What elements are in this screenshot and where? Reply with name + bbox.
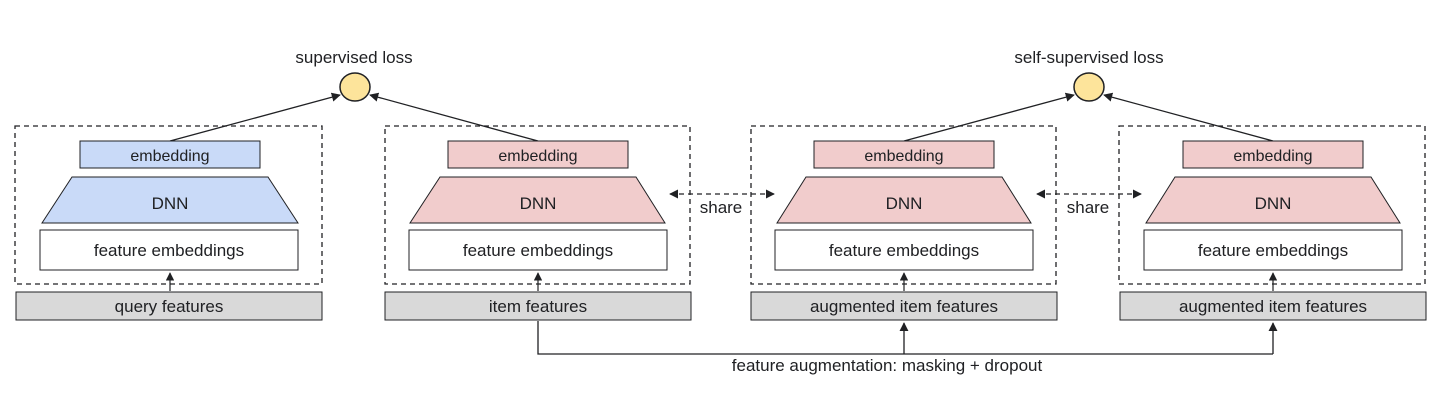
aug1-to-self-loss-arrow <box>903 92 1075 142</box>
feature-embeddings-box <box>1143 229 1403 271</box>
aug2-to-self-loss-arrow <box>1103 92 1274 142</box>
self-supervised-loss-label: self-supervised loss <box>1014 48 1163 67</box>
embedding-label: embedding <box>130 148 209 165</box>
embedding-label: embedding <box>498 148 577 165</box>
augmented-tower-1: embedding DNN feature embeddings augment… <box>750 125 1058 321</box>
augmentation-label-bg <box>708 356 1068 376</box>
dnn-label: DNN <box>520 194 557 213</box>
supervised-loss-node <box>339 72 371 102</box>
query-to-supervised-loss-arrow <box>169 92 341 142</box>
dnn-trapezoid <box>41 176 299 224</box>
embedding-label: embedding <box>1233 148 1312 165</box>
input-features-box <box>15 291 323 321</box>
feature-embeddings-label: feature embeddings <box>94 241 244 260</box>
input-features-box <box>750 291 1058 321</box>
embedding-box <box>1182 140 1364 169</box>
dnn-label: DNN <box>1255 194 1292 213</box>
dnn-trapezoid <box>409 176 666 224</box>
augmentation-connector <box>537 321 1273 355</box>
dnn-label: DNN <box>886 194 923 213</box>
embedding-label: embedding <box>864 148 943 165</box>
dnn-trapezoid <box>1145 176 1401 224</box>
feature-embeddings-box <box>39 229 299 271</box>
input-features-box <box>384 291 692 321</box>
embedding-box <box>447 140 629 169</box>
query-tower: embedding DNN feature embeddings query f… <box>14 125 323 321</box>
dnn-label: DNN <box>152 194 189 213</box>
feature-embeddings-label: feature embeddings <box>463 241 613 260</box>
embedding-box <box>813 140 995 169</box>
input-features-label: augmented item features <box>1179 297 1367 316</box>
input-features-label: augmented item features <box>810 297 998 316</box>
feature-embeddings-label: feature embeddings <box>1198 241 1348 260</box>
augmentation-label: feature augmentation: masking + dropout <box>732 356 1043 375</box>
share-label-1: share <box>700 198 743 217</box>
feature-embeddings-box <box>774 229 1034 271</box>
tower-dashed-box <box>14 125 323 285</box>
share-label-2: share <box>1067 198 1110 217</box>
feature-embeddings-label: feature embeddings <box>829 241 979 260</box>
supervised-loss-label: supervised loss <box>295 48 412 67</box>
input-features-label: item features <box>489 297 587 316</box>
input-features-label: query features <box>115 297 224 316</box>
item-to-supervised-loss-arrow <box>369 92 539 142</box>
feature-embeddings-box <box>408 229 668 271</box>
dnn-trapezoid <box>776 176 1032 224</box>
embedding-box <box>79 140 261 169</box>
self-supervised-loss-node <box>1073 72 1105 102</box>
augmented-tower-2: embedding DNN feature embeddings augment… <box>1118 125 1427 321</box>
input-features-box <box>1119 291 1427 321</box>
item-tower: embedding DNN feature embeddings item fe… <box>384 125 692 321</box>
tower-dashed-box <box>1118 125 1426 285</box>
